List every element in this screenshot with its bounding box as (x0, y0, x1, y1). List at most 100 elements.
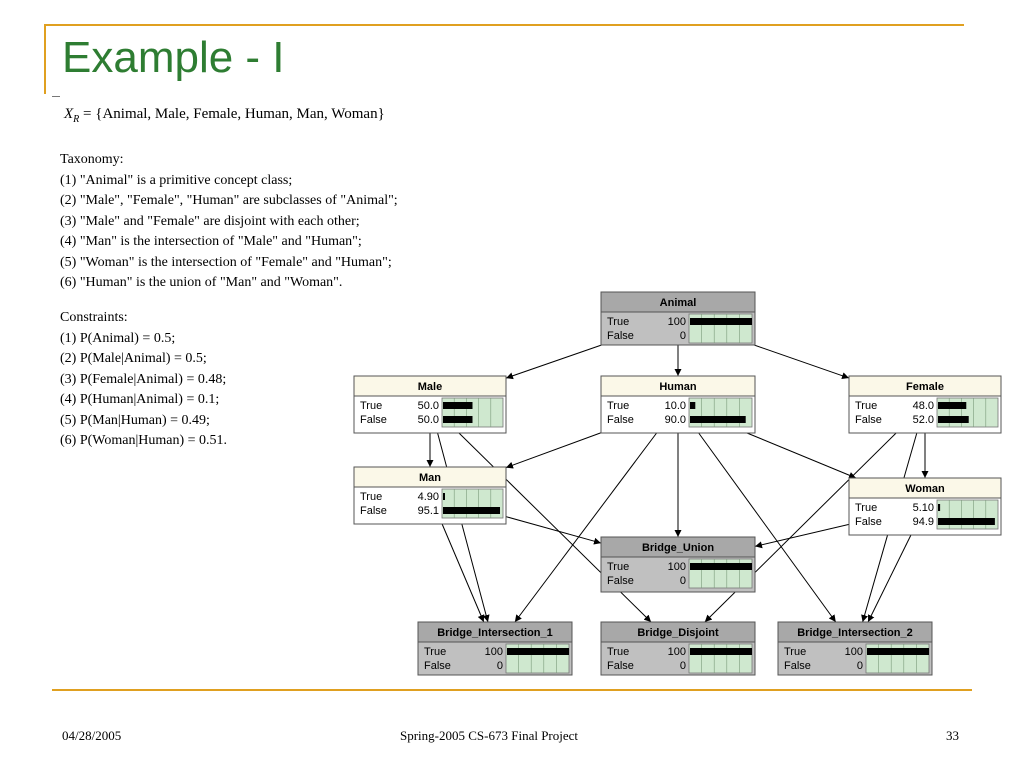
state-label: False (424, 660, 451, 672)
state-label: False (607, 330, 634, 342)
probability-bar (507, 648, 569, 655)
node-title: Animal (660, 297, 697, 309)
state-probability: 0 (497, 660, 503, 672)
taxonomy-item: (1) "Animal" is a primitive concept clas… (60, 172, 293, 188)
bottom-rule (52, 689, 972, 691)
probability-bar (443, 402, 473, 409)
probability-bar (938, 504, 941, 511)
edge-man-to-bridge_union (505, 516, 602, 545)
state-probability: 50.0 (418, 400, 439, 412)
state-label: True (360, 400, 382, 412)
state-probability: 100 (845, 646, 863, 658)
probability-bar (938, 416, 969, 423)
edge-human-to-bridge_intersection_2 (698, 432, 837, 623)
state-label: True (855, 400, 877, 412)
state-probability: 0 (680, 660, 686, 672)
constraint-item: (5) P(Man|Human) = 0.49; (60, 412, 210, 428)
state-probability: 100 (668, 316, 686, 328)
edge-animal-to-female (753, 344, 850, 380)
formula: XR = {Animal, Male, Female, Human, Man, … (64, 106, 385, 125)
edge-woman-to-bridge_intersection_2 (867, 534, 912, 623)
state-label: True (424, 646, 446, 658)
edge-male-to-bridge_intersection_1 (437, 432, 490, 623)
constraint-item: (6) P(Woman|Human) = 0.51. (60, 433, 228, 448)
probability-bar (690, 563, 752, 570)
constraint-item: (3) P(Female|Animal) = 0.48; (60, 371, 227, 387)
constraints-block: Constraints: (1) P(Animal) = 0.5; (2) P(… (60, 308, 227, 452)
edges (426, 344, 929, 623)
state-probability: 94.9 (913, 516, 934, 528)
footer-date: 04/28/2005 (62, 728, 122, 743)
node-header (353, 375, 507, 397)
edge-animal-to-male (505, 344, 602, 380)
probability-bar (690, 416, 746, 423)
node-header (600, 291, 756, 313)
state-label: True (784, 646, 806, 658)
node-header (600, 621, 756, 643)
probability-bar (938, 518, 995, 525)
node-title: Bridge_Intersection_1 (437, 627, 553, 639)
state-label: False (855, 516, 882, 528)
node-title: Bridge_Disjoint (637, 627, 719, 639)
constraint-item: (4) P(Human|Animal) = 0.1; (60, 392, 220, 407)
top-rule (44, 24, 964, 26)
formula-variable: X (64, 106, 74, 122)
state-probability: 52.0 (913, 414, 934, 426)
constraints-heading: Constraints: (60, 310, 128, 325)
probability-bar (690, 318, 752, 325)
taxonomy-item: (2) "Male", "Female", "Human" are subcla… (60, 193, 398, 208)
node-header (353, 466, 507, 488)
state-probability: 48.0 (913, 400, 934, 412)
node-title: Human (659, 381, 697, 393)
taxonomy-item: (6) "Human" is the union of "Man" and "W… (60, 275, 343, 290)
footer-page-number: 33 (946, 728, 959, 743)
constraint-item: (2) P(Male|Animal) = 0.5; (60, 351, 207, 366)
node-title: Male (418, 381, 442, 393)
probability-bar (938, 402, 967, 409)
node-header (777, 621, 933, 643)
state-probability: 95.1 (418, 505, 439, 517)
node-title: Bridge_Intersection_2 (797, 627, 913, 639)
node-title: Woman (905, 483, 945, 495)
edge-man-to-bridge_intersection_1 (441, 523, 485, 623)
probability-bar (690, 402, 696, 409)
taxonomy-item: (3) "Male" and "Female" are disjoint wit… (60, 213, 360, 229)
state-label: True (360, 491, 382, 503)
state-probability: 100 (485, 646, 503, 658)
node-header (417, 621, 573, 643)
state-label: True (855, 502, 877, 514)
node-header (600, 536, 756, 558)
node-header (600, 375, 756, 397)
state-probability: 0 (680, 575, 686, 587)
probability-bar (443, 507, 501, 514)
edge-human-to-woman (746, 432, 857, 479)
state-probability: 50.0 (418, 414, 439, 426)
state-label: True (607, 400, 629, 412)
state-probability: 100 (668, 561, 686, 573)
probability-bar (867, 648, 929, 655)
taxonomy-block: Taxonomy: (1) "Animal" is a primitive co… (60, 150, 398, 294)
state-probability: 100 (668, 646, 686, 658)
node-title: Man (419, 472, 441, 484)
state-label: True (607, 646, 629, 658)
taxonomy-item: (5) "Woman" is the intersection of "Fema… (60, 254, 392, 270)
probability-bar (443, 493, 445, 500)
edge-woman-to-bridge_union (754, 523, 850, 549)
state-probability: 10.0 (665, 400, 686, 412)
state-probability: 0 (680, 330, 686, 342)
node-title: Bridge_Union (642, 542, 714, 554)
edge-human-to-bridge_intersection_1 (514, 432, 658, 623)
formula-set: = {Animal, Male, Female, Human, Man, Wom… (83, 106, 385, 122)
formula-subscript: R (73, 114, 80, 125)
node-header (848, 375, 1002, 397)
